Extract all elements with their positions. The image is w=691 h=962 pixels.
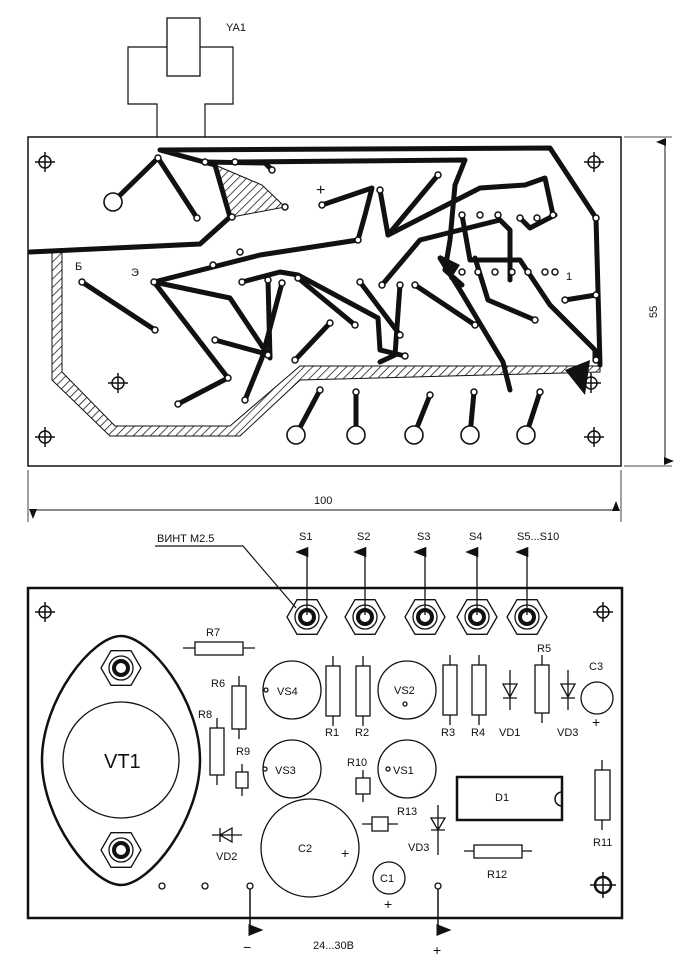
- output-s2: S2: [357, 531, 370, 543]
- label-r13: R13: [397, 806, 417, 818]
- output-s5-s10: S5...S10: [517, 531, 559, 543]
- label-r6: R6: [211, 678, 225, 690]
- output-connectors: S1 S2 S3 S4 S5...S10: [100, 531, 559, 868]
- label-c2: C2: [298, 843, 312, 855]
- supply-minus-label: −: [243, 939, 251, 955]
- label-r1: R1: [325, 727, 339, 739]
- label-r3: R3: [441, 727, 455, 739]
- label-r11: R11: [593, 837, 612, 849]
- label-r10: R10: [347, 757, 367, 769]
- c3-plus-sign: +: [592, 714, 600, 730]
- hex-nut-icon: [100, 832, 142, 868]
- label-vs4: VS4: [277, 686, 298, 698]
- transistor-vt1: VT1: [40, 634, 202, 887]
- label-r5: R5: [537, 643, 551, 655]
- capacitors: [260, 681, 614, 898]
- label-r8: R8: [198, 709, 212, 721]
- coil-ya1: YA1: [127, 17, 246, 162]
- thyristors: [262, 660, 437, 799]
- output-s4: S4: [469, 531, 482, 543]
- label-vd3-top: VD3: [557, 727, 578, 739]
- bottom-mount-marks: [35, 602, 616, 898]
- supply-plus-label: +: [433, 942, 441, 958]
- hex-nut-icon: [344, 599, 386, 635]
- label-r12: R12: [487, 869, 507, 881]
- label-d1: D1: [495, 792, 509, 804]
- label-r7: R7: [206, 627, 220, 639]
- dimension-width: 100: [27, 470, 622, 522]
- hex-nut-icon: [286, 599, 328, 635]
- supply-terminals: [158, 882, 452, 936]
- hex-nut-icon: [506, 599, 548, 635]
- bottom-board: ВИНТ М2.5 S1 S2 S3 S4 S5...S10: [26, 531, 624, 958]
- label-r4: R4: [471, 727, 485, 739]
- label-vs3: VS3: [275, 765, 296, 777]
- label-plus: +: [316, 182, 325, 199]
- hex-nut-icon: [456, 599, 498, 635]
- label-pin1: 1: [566, 271, 572, 283]
- c1-plus-sign: +: [384, 896, 392, 912]
- label-vs2: VS2: [394, 685, 415, 697]
- output-s3: S3: [417, 531, 430, 543]
- output-s1: S1: [299, 531, 312, 543]
- supply-voltage-label: 24...30В: [313, 940, 354, 952]
- c2-plus-sign: +: [341, 845, 349, 861]
- label-r2: R2: [355, 727, 369, 739]
- label-c1: C1: [380, 873, 394, 885]
- top-board-traces: Б Э + 1: [27, 136, 622, 467]
- label-vs1: VS1: [393, 765, 414, 777]
- dim-width-label: 100: [314, 495, 332, 507]
- dimension-height: 55: [624, 136, 674, 467]
- output-pads: [103, 192, 536, 445]
- hex-nut-icon: [404, 599, 446, 635]
- label-vt1: VT1: [104, 751, 141, 773]
- screw-label: ВИНТ М2.5: [157, 533, 214, 545]
- label-emitter: Э: [131, 267, 139, 279]
- hex-nut-icon: [100, 650, 142, 686]
- mounting-hole-marks: [35, 152, 604, 447]
- label-vd2: VD2: [216, 851, 237, 863]
- label-r9: R9: [236, 746, 250, 758]
- label-base: Б: [75, 261, 82, 273]
- label-vd1: VD1: [499, 727, 520, 739]
- component-labels: R7 R6 R8 R9 VS4 VS2 VS3 VS1 R1 R2 R3 R4 …: [198, 627, 612, 912]
- resistors: [183, 641, 611, 859]
- label-c3: C3: [589, 661, 603, 673]
- label-vd3-bottom: VD3: [408, 842, 429, 854]
- diodes: [212, 670, 577, 855]
- ic-d1: [455, 775, 564, 822]
- dim-height-label: 55: [648, 306, 660, 318]
- coil-label: YA1: [226, 22, 246, 34]
